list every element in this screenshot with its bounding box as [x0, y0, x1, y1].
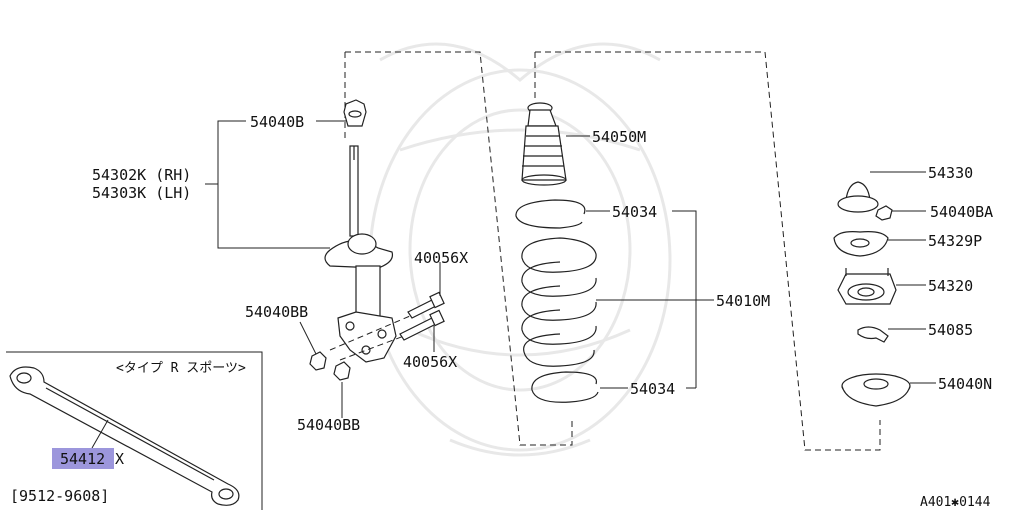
boot-54050m-drawing: [521, 102, 567, 186]
watermark-emblem: [368, 42, 672, 457]
leader-lines: [205, 120, 936, 418]
washer-54085-drawing: [857, 326, 889, 343]
bolts-40056x-drawing: [329, 291, 445, 361]
strut-drawing: [324, 145, 397, 363]
label-54040bb-top: 54040BB: [245, 303, 308, 321]
strut-bar-54412x-drawing: [9, 366, 240, 506]
label-54010m: 54010M: [716, 292, 770, 310]
label-54050m: 54050M: [592, 128, 646, 146]
inset-panel: <タイプ R スポーツ> 54412 X [9512-9608]: [6, 351, 263, 510]
label-54034-bottom: 54034: [630, 380, 675, 398]
seat-54034-bottom-drawing: [531, 371, 599, 403]
label-40056x-bottom: 40056X: [403, 353, 457, 371]
cap-54330-drawing: [837, 181, 879, 213]
label-54040b: 54040B: [250, 113, 304, 131]
insulator-54040n-drawing: [841, 373, 911, 407]
label-54329p: 54329P: [928, 232, 982, 250]
mount-54320-drawing: [837, 268, 897, 305]
label-54412-suffix: X: [115, 450, 124, 468]
label-54302k: 54302K (RH): [92, 166, 191, 184]
label-54320: 54320: [928, 277, 973, 295]
spring-54010m-drawing: [521, 237, 597, 367]
plate-54329p-drawing: [833, 231, 889, 257]
label-54303k: 54303K (LH): [92, 184, 191, 202]
label-54040ba: 54040BA: [930, 203, 993, 221]
seat-54034-top-drawing: [515, 199, 586, 229]
strut-assembly-boundary: [345, 51, 573, 446]
label-54034-top: 54034: [612, 203, 657, 221]
mount-assembly-boundary: [535, 51, 881, 451]
nut-54040ba-drawing: [875, 205, 893, 221]
label-54412-highlighted[interactable]: 54412: [60, 450, 105, 468]
label-54040n: 54040N: [938, 375, 992, 393]
highlight-box: [52, 448, 114, 469]
figure-code: A401✱0144: [920, 495, 991, 510]
nuts-54040bb-drawing: [309, 351, 351, 381]
label-54330: 54330: [928, 164, 973, 182]
label-54040bb-bottom: 54040BB: [297, 416, 360, 434]
inset-title: <タイプ R スポーツ>: [116, 361, 246, 376]
label-40056x-top: 40056X: [414, 249, 468, 267]
inset-date-range: [9512-9608]: [10, 487, 109, 505]
label-54085: 54085: [928, 321, 973, 339]
nut-54040b-drawing: [343, 99, 367, 127]
